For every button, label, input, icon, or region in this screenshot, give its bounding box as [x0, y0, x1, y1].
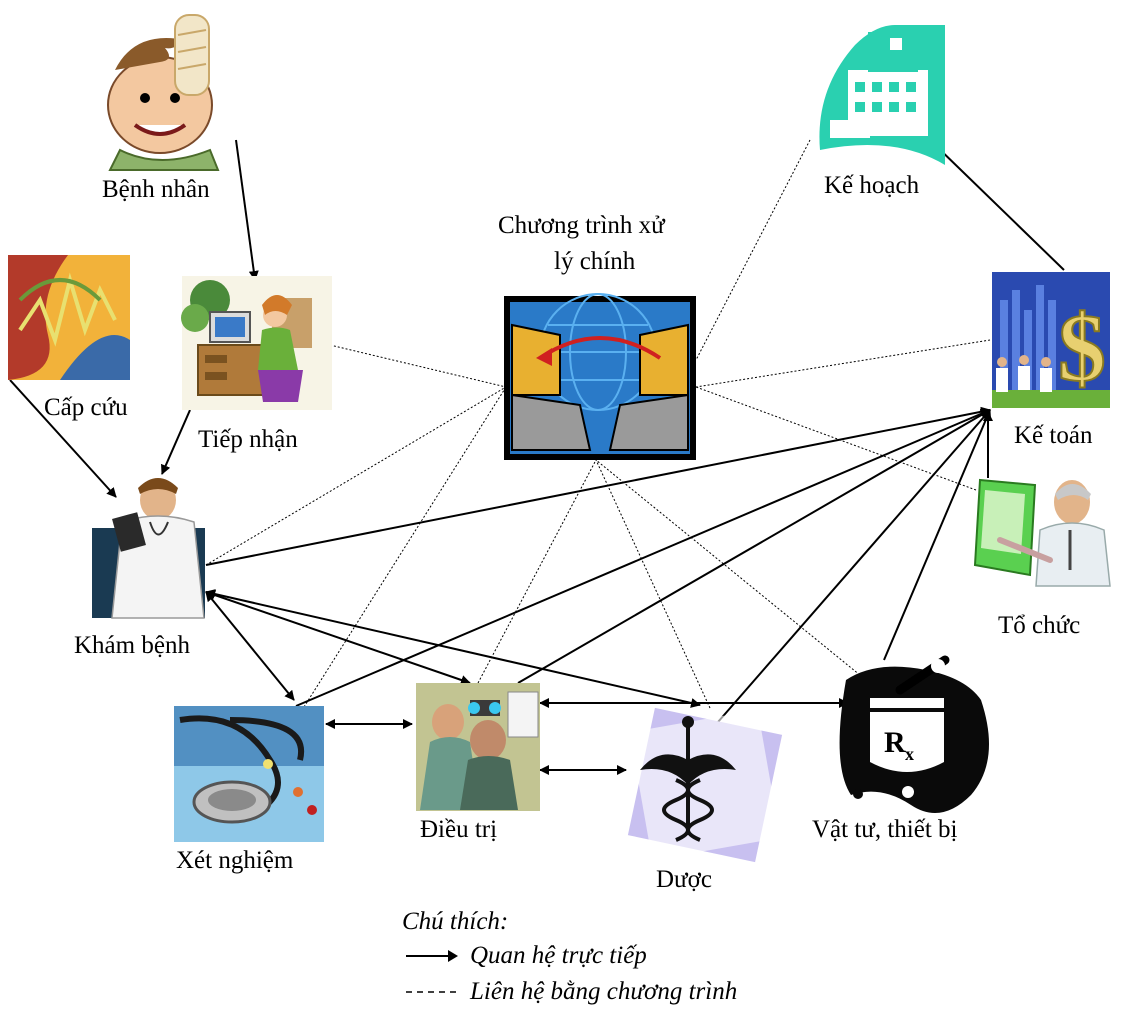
reception-desk-icon: [181, 276, 332, 410]
link-tochuc-center: [695, 386, 977, 491]
link-tiepnhan-center: [329, 344, 507, 388]
legend-direct: Quan hệ trực tiếp: [470, 942, 647, 969]
arrow-khambenh-dieutri: [205, 590, 471, 685]
arrow-khambenh-duoc: [205, 589, 701, 708]
arrow-dieutri-ketoan: [517, 409, 991, 684]
arrow-ketoan-kehoach: [929, 139, 1065, 271]
label-xet-nghiem: Xét nghiệm: [176, 847, 294, 874]
svg-text:x: x: [905, 744, 914, 764]
label-cap-cuu: Cấp cứu: [44, 394, 128, 421]
arrow-capcuu-khambenh: [9, 379, 117, 498]
stethoscope-icon: [174, 706, 324, 842]
link-kehoach-center: [695, 139, 811, 361]
label-duoc: Dược: [656, 866, 712, 893]
label-ke-toan: Kế toán: [1014, 422, 1093, 449]
rx-mortar-icon: R x: [839, 655, 989, 813]
label-vat-tu: Vật tư, thiết bị: [812, 816, 958, 843]
doctor-icon: [92, 478, 205, 619]
svg-text:R: R: [884, 726, 906, 759]
bandaged-patient-icon: [107, 14, 220, 171]
legend-dotted-sample: [406, 991, 458, 993]
hospital-building-icon: [819, 25, 945, 165]
legend-program: Liên hệ bằng chương trình: [470, 978, 738, 1005]
link-vattu-center: [595, 459, 867, 681]
arrow-tiepnhan-khambenh: [161, 409, 191, 475]
heartbeat-icon: [8, 255, 130, 380]
label-to-chuc: Tổ chức: [998, 612, 1081, 639]
label-dieu-tri: Điều trị: [420, 816, 498, 843]
link-duoc-center: [595, 459, 711, 709]
arrow-duoc-ketoan: [717, 409, 991, 723]
arrow-benhnhan-tiepnhan: [235, 139, 259, 281]
svg-text:$: $: [1058, 294, 1106, 401]
dollar-chart-icon: $: [992, 272, 1110, 408]
label-tiep-nhan: Tiếp nhận: [198, 426, 298, 453]
networked-computers-icon: [504, 293, 696, 460]
presenter-icon: [973, 478, 1111, 587]
link-khambenh-center: [205, 386, 507, 566]
arrow-khambenh-ketoan: [205, 406, 991, 566]
direct-links: [9, 139, 1065, 775]
label-kham-benh: Khám bệnh: [74, 632, 190, 659]
arrow-xetnghiem-ketoan: [295, 408, 991, 707]
legend-arrow-sample: [406, 950, 458, 962]
label-chuong-trinh-1: Chương trình xử: [498, 212, 665, 239]
label-chuong-trinh-2: lý chính: [554, 248, 636, 275]
link-ketoan-center: [695, 339, 991, 388]
label-benh-nhan: Bệnh nhân: [102, 176, 210, 203]
arrow-vattu-ketoan: [883, 409, 992, 661]
link-dieutri-center: [477, 459, 597, 684]
caduceus-icon: [627, 707, 783, 863]
link-xetnghiem-center: [303, 386, 507, 708]
eye-exam-icon: [416, 683, 540, 811]
legend-title: Chú thích:: [402, 908, 509, 935]
label-ke-hoach: Kế hoạch: [824, 172, 920, 199]
